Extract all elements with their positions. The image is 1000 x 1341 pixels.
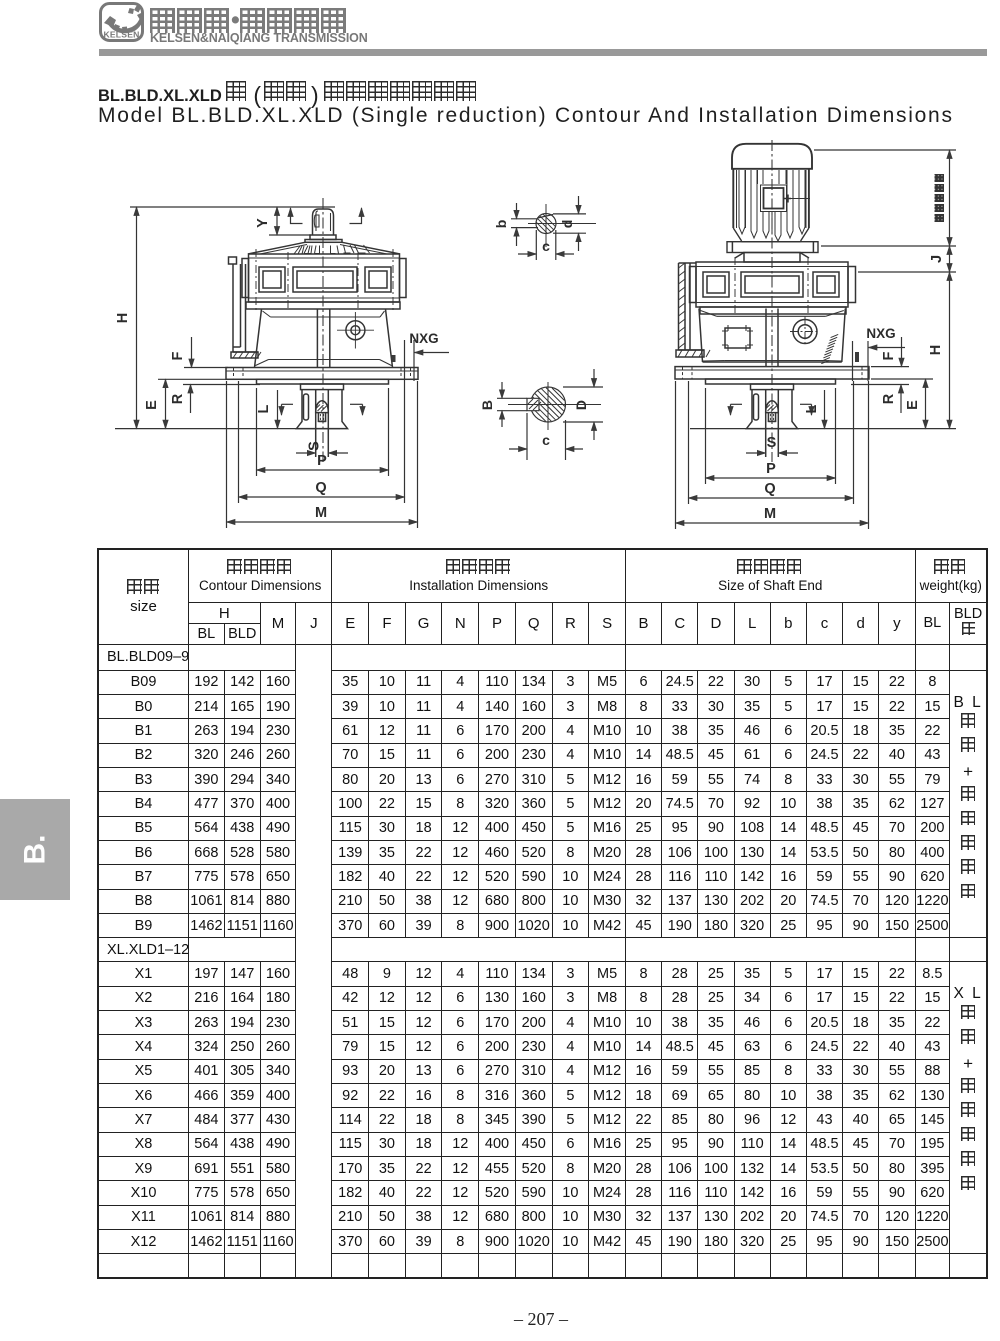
svg-text:D: D [573, 400, 589, 410]
svg-text:c: c [542, 432, 550, 448]
svg-text:M: M [764, 506, 776, 522]
svg-text:b: b [493, 220, 509, 229]
svg-text:NXG: NXG [866, 326, 895, 341]
svg-text:S: S [767, 435, 777, 451]
svg-text:F: F [170, 351, 186, 360]
svg-text:KELSEN: KELSEN [103, 30, 139, 40]
svg-text:Y: Y [255, 218, 271, 228]
svg-text:Q: Q [315, 480, 326, 496]
svg-text:J: J [929, 255, 945, 263]
svg-text:H: H [928, 345, 944, 355]
svg-text:B: B [479, 400, 495, 410]
svg-text:R: R [170, 393, 186, 404]
svg-text:H: H [115, 313, 131, 323]
svg-text:L: L [804, 404, 820, 413]
svg-text:d: d [559, 220, 575, 229]
svg-text:L: L [256, 404, 272, 413]
svg-text:F: F [881, 351, 897, 360]
svg-text:S: S [307, 441, 323, 451]
svg-text:NXG: NXG [409, 331, 438, 346]
svg-text:M: M [315, 505, 327, 521]
svg-text:P: P [317, 453, 327, 469]
svg-text:Q: Q [764, 481, 775, 497]
svg-text:R: R [881, 393, 897, 404]
svg-text:E: E [905, 400, 921, 410]
svg-text:P: P [766, 461, 776, 477]
svg-text:c: c [542, 238, 550, 254]
svg-text:E: E [144, 400, 160, 410]
